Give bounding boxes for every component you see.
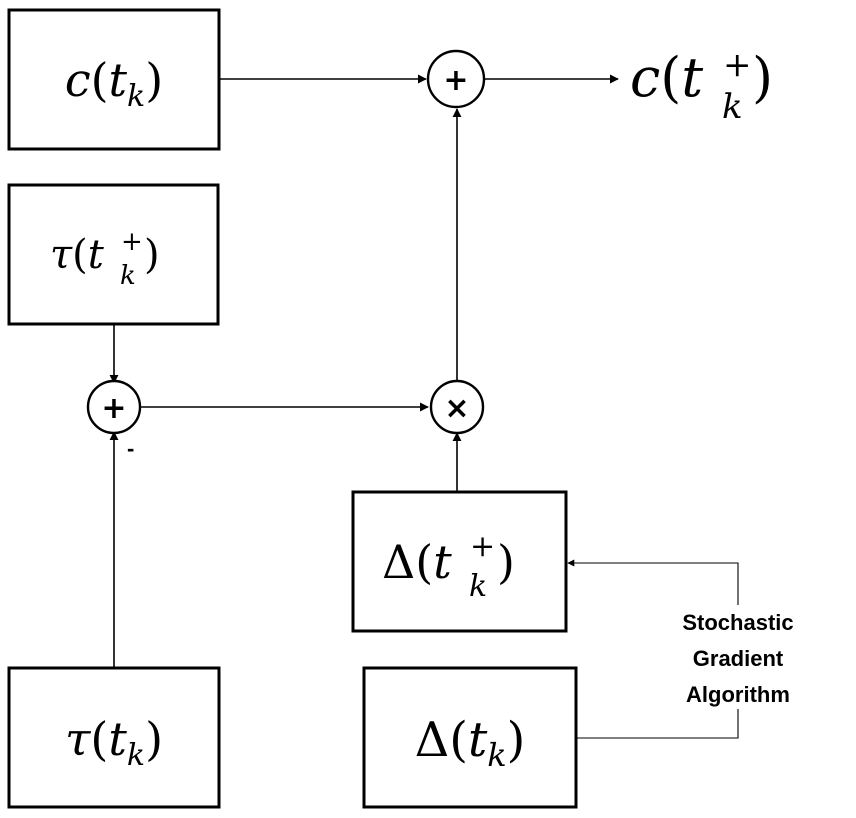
block-tau-tk-plus: τ(t + k ) bbox=[7, 183, 220, 326]
output-sub: k bbox=[722, 87, 743, 127]
block-c-tk-sub: k bbox=[127, 79, 145, 114]
block-c-tk-fn: c bbox=[65, 53, 91, 107]
block-delta-plus-var: t bbox=[433, 535, 452, 589]
block-c-tk: c(tk) bbox=[7, 8, 221, 151]
svg-text:Δ(t: Δ(t bbox=[382, 535, 452, 589]
edge-delta-tk-to-delta-plus bbox=[576, 709, 739, 739]
block-delta-tk-plus: Δ(t + k ) bbox=[351, 490, 568, 633]
block-delta-plus-sub: k bbox=[469, 569, 487, 604]
left-sum-node: + bbox=[86, 379, 142, 435]
svg-text:): ) bbox=[144, 232, 160, 278]
svg-text:τ(tk): τ(tk) bbox=[65, 712, 163, 773]
block-tau-plus-sub: k bbox=[120, 261, 136, 291]
left-sum-minus-sign: - bbox=[127, 436, 134, 461]
top-sum-symbol: + bbox=[443, 63, 468, 98]
block-delta-plus-fn: Δ bbox=[382, 535, 415, 589]
output-sup: + bbox=[723, 45, 752, 85]
svg-text:): ) bbox=[497, 535, 515, 589]
block-c-tk-var: t bbox=[109, 53, 128, 107]
block-tau-plus-fn: τ bbox=[50, 232, 73, 278]
svg-text:c(tk): c(tk) bbox=[65, 53, 163, 114]
left-sum-symbol: + bbox=[101, 391, 126, 426]
output-fn: c bbox=[630, 46, 660, 109]
edge-algorithm-to-delta-plus bbox=[567, 559, 739, 605]
annotation-line-2: Gradient bbox=[693, 646, 784, 671]
top-sum-node: + bbox=[426, 49, 486, 109]
output-var: t bbox=[681, 46, 703, 109]
block-tau-tk: τ(tk) bbox=[7, 666, 221, 809]
block-delta-plus-sup: + bbox=[470, 529, 495, 564]
output-c-tk-plus: c(t + k ) bbox=[630, 45, 773, 127]
product-symbol: × bbox=[444, 391, 469, 426]
svg-text:): ) bbox=[752, 46, 773, 109]
block-delta-tk: Δ(tk) bbox=[362, 666, 578, 809]
block-tau-tk-var: t bbox=[108, 712, 127, 766]
svg-text:τ(t: τ(t bbox=[50, 232, 105, 278]
svg-text:c(t: c(t bbox=[630, 46, 703, 109]
block-tau-tk-sub: k bbox=[127, 738, 145, 773]
product-node: × bbox=[429, 379, 485, 435]
block-tau-plus-sup: + bbox=[121, 227, 143, 257]
annotation-line-1: Stochastic bbox=[682, 610, 793, 635]
stochastic-gradient-label: Stochastic Gradient Algorithm bbox=[682, 610, 793, 707]
block-tau-plus-var: t bbox=[88, 232, 105, 278]
block-tau-tk-fn: τ bbox=[65, 712, 92, 766]
block-delta-tk-fn: Δ bbox=[415, 712, 450, 768]
annotation-line-3: Algorithm bbox=[686, 682, 790, 707]
block-delta-tk-var: t bbox=[468, 712, 488, 768]
svg-text:Δ(tk): Δ(tk) bbox=[415, 712, 526, 774]
block-delta-tk-sub: k bbox=[487, 736, 506, 774]
